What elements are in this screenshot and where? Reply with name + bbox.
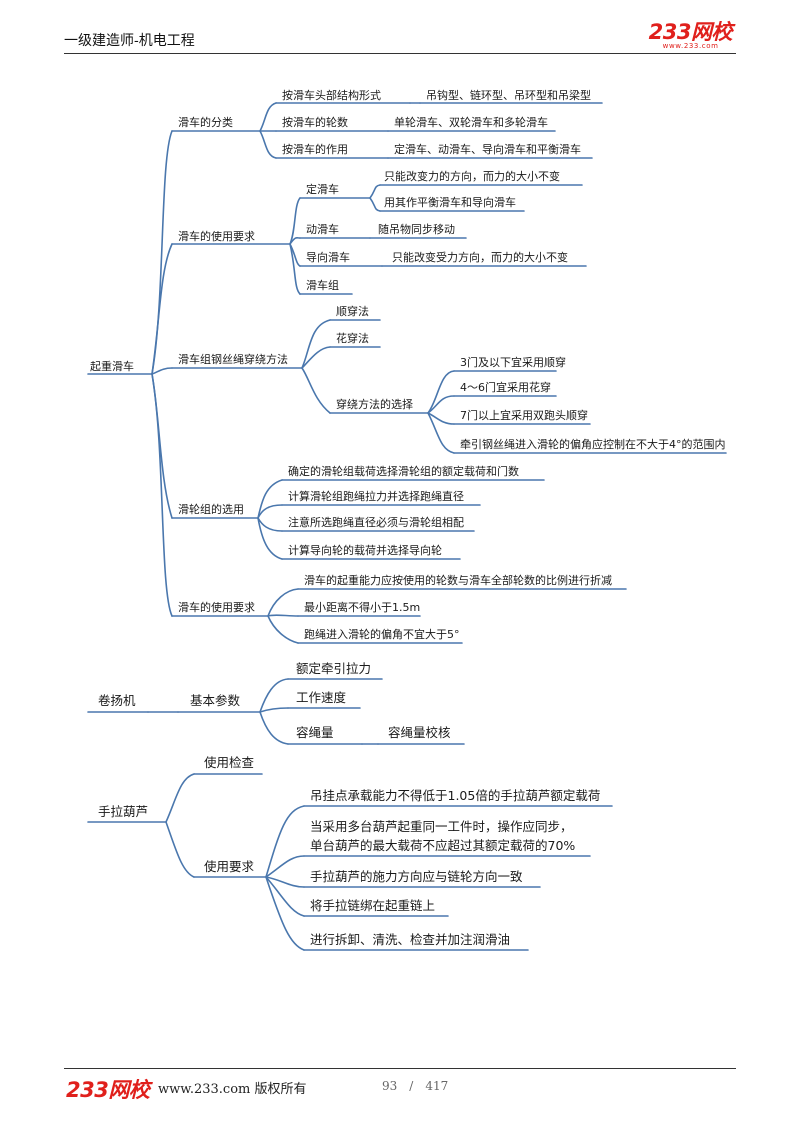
node-basic-parameters: 基本参数 bbox=[190, 693, 241, 708]
page-total: 417 bbox=[425, 1079, 449, 1093]
node-guide-pulley: 导向滑车 bbox=[306, 251, 350, 264]
page-current: 93 bbox=[382, 1079, 398, 1093]
leaf-selection-rope-tension: 计算滑轮组跑绳拉力并选择跑绳直径 bbox=[288, 490, 464, 503]
node-moving-pulley: 动滑车 bbox=[306, 223, 339, 236]
node-pulley-usage: 滑车的使用要求 bbox=[178, 601, 255, 614]
node-fixed-pulley: 定滑车 bbox=[306, 183, 339, 196]
node-pulley-group-selection: 滑轮组的选用 bbox=[178, 503, 244, 516]
brand-logo[interactable]: 233网校 www.233.com bbox=[648, 20, 733, 51]
root-node-chain-hoist: 手拉葫芦 bbox=[98, 804, 149, 819]
leaf-choice-deflection-angle: 牵引钢丝绳进入滑轮的偏角应控制在不大于4°的范围内 bbox=[460, 438, 726, 451]
page-number: 93 / 417 bbox=[376, 1079, 454, 1093]
footer-copyright: www.233.com 版权所有 bbox=[158, 1082, 307, 1097]
leaf-cross-threading: 花穿法 bbox=[336, 332, 369, 345]
leaf-classify-by-wheels: 按滑车的轮数 bbox=[282, 116, 348, 129]
node-usage-inspection: 使用检查 bbox=[204, 755, 255, 770]
node-pulley-group: 滑车组 bbox=[306, 279, 339, 292]
leaf-selection-guide-wheel: 计算导向轮的载荷并选择导向轮 bbox=[288, 544, 442, 557]
leaf-selection-rated-load: 确定的滑轮组载荷选择滑轮组的额定载荷和门数 bbox=[288, 465, 519, 478]
leaf-guide-direction-only: 只能改变受力方向，而力的大小不变 bbox=[392, 251, 568, 264]
leaf-choice-3-doors: 3门及以下宜采用顺穿 bbox=[460, 356, 566, 369]
node-usage-requirements: 使用要求 bbox=[204, 859, 255, 874]
leaf-moving-sync: 随吊物同步移动 bbox=[378, 223, 455, 236]
node-threading-method: 滑车组钢丝绳穿绕方法 bbox=[178, 353, 288, 366]
footer-divider bbox=[64, 1068, 736, 1069]
leaf-head-types: 吊钩型、链环型、吊环型和吊梁型 bbox=[426, 89, 591, 102]
logo-url: www.233.com bbox=[662, 42, 719, 50]
leaf-selection-rope-match: 注意所选跑绳直径必须与滑轮组相配 bbox=[288, 516, 464, 529]
root-node-winch: 卷扬机 bbox=[98, 693, 136, 708]
page-separator: / bbox=[409, 1079, 414, 1093]
leaf-hanging-point-capacity: 吊挂点承载能力不得低于1.05倍的手拉葫芦额定载荷 bbox=[310, 788, 601, 803]
document-title: 一级建造师-机电工程 bbox=[64, 33, 195, 49]
header-divider bbox=[64, 53, 736, 54]
leaf-sequential-threading: 顺穿法 bbox=[336, 305, 369, 318]
leaf-multi-hoist-sync: 当采用多台葫芦起重同一工件时，操作应同步， bbox=[310, 819, 573, 834]
logo-text: 233网校 bbox=[648, 20, 733, 44]
leaf-function-types: 定滑车、动滑车、导向滑车和平衡滑车 bbox=[394, 143, 581, 156]
leaf-fixed-as-balance: 用其作平衡滑车和导向滑车 bbox=[384, 196, 516, 209]
leaf-choice-7-doors: 7门以上宜采用双跑头顺穿 bbox=[460, 409, 588, 422]
leaf-rope-capacity-check: 容绳量校核 bbox=[388, 725, 451, 740]
root-node-lifting-pulley: 起重滑车 bbox=[90, 360, 134, 373]
node-pulley-classification: 滑车的分类 bbox=[178, 116, 233, 129]
leaf-usage-capacity-reduction: 滑车的起重能力应按使用的轮数与滑车全部轮数的比例进行折减 bbox=[304, 574, 612, 587]
leaf-usage-deflection: 跑绳进入滑轮的偏角不宜大于5° bbox=[304, 628, 460, 641]
leaf-rope-capacity: 容绳量 bbox=[296, 725, 334, 740]
leaf-classify-by-function: 按滑车的作用 bbox=[282, 143, 348, 156]
leaf-chain-binding: 将手拉链绑在起重链上 bbox=[310, 898, 436, 913]
node-threading-choice: 穿绕方法的选择 bbox=[336, 398, 413, 411]
leaf-working-speed: 工作速度 bbox=[296, 690, 347, 705]
leaf-rated-traction: 额定牵引拉力 bbox=[296, 661, 372, 676]
footer-logo[interactable]: 233网校 bbox=[66, 1078, 150, 1102]
leaf-single-hoist-max-load: 单台葫芦的最大载荷不应超过其额定载荷的70% bbox=[310, 838, 576, 853]
leaf-maintenance: 进行拆卸、清洗、检查并加注润滑油 bbox=[310, 932, 511, 947]
node-pulley-usage-requirements: 滑车的使用要求 bbox=[178, 230, 255, 243]
leaf-fixed-direction-only: 只能改变力的方向，而力的大小不变 bbox=[384, 170, 560, 183]
leaf-usage-min-distance: 最小距离不得小于1.5m bbox=[304, 601, 421, 614]
leaf-choice-4-6-doors: 4～6门宜采用花穿 bbox=[460, 381, 551, 394]
leaf-classify-by-head: 按滑车头部结构形式 bbox=[282, 89, 381, 102]
leaf-force-direction: 手拉葫芦的施力方向应与链轮方向一致 bbox=[310, 869, 523, 884]
leaf-wheel-types: 单轮滑车、双轮滑车和多轮滑车 bbox=[394, 116, 548, 129]
